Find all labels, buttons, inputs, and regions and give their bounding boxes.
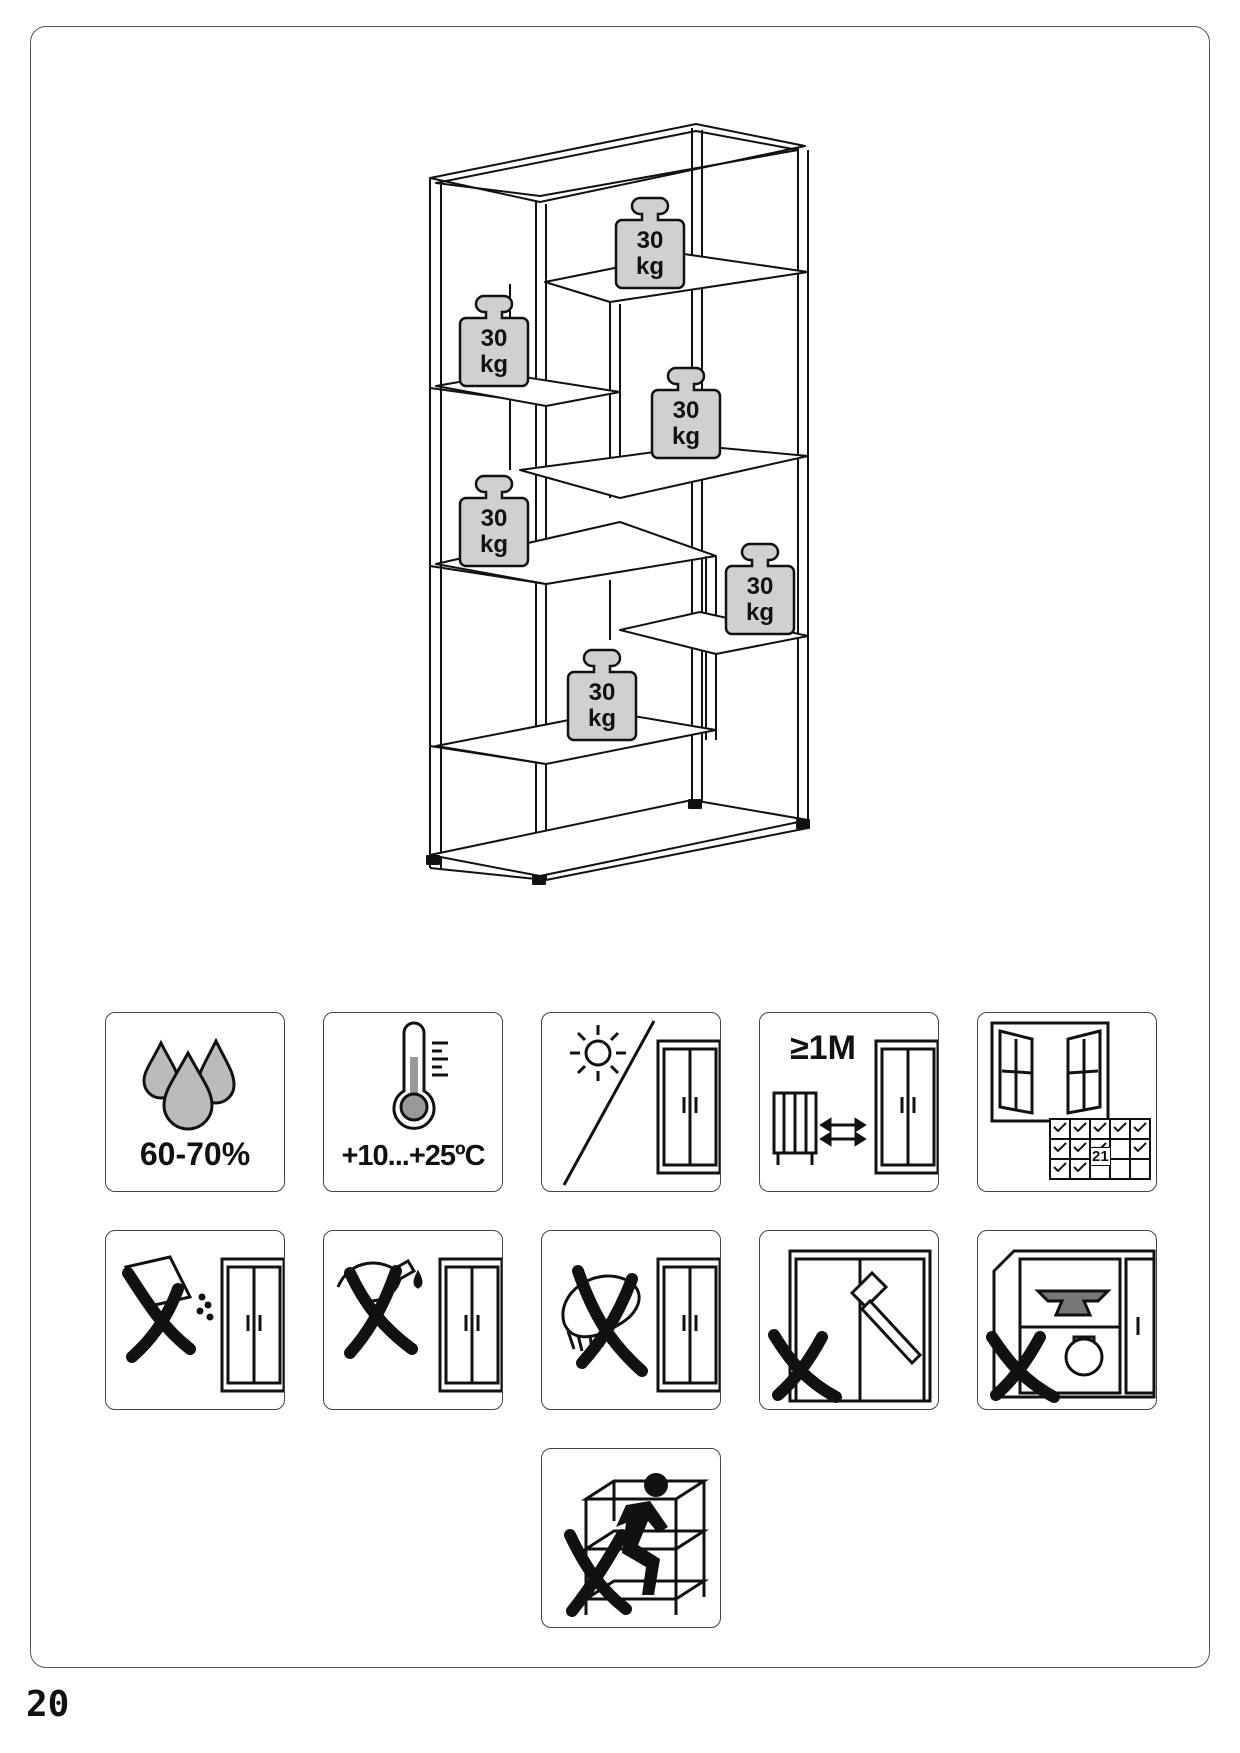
load-unit: kg <box>671 423 700 450</box>
sun-icon <box>570 1025 626 1081</box>
cabinet-icon <box>656 1039 720 1175</box>
no-hammer-tile <box>759 1230 939 1410</box>
temperature-label: +10...+25ºC <box>341 1140 485 1172</box>
ventilation-icon-tile: 21 <box>977 1012 1157 1192</box>
no-hammer-icon <box>768 1249 932 1403</box>
load-unit: kg <box>587 705 616 732</box>
load-value: 30 <box>588 679 616 706</box>
load-unit: kg <box>479 351 508 378</box>
load-unit: kg <box>479 531 508 558</box>
shelving-unit-illustration <box>426 123 810 885</box>
no-heavy-load-icon <box>986 1249 1156 1403</box>
distance-label: ≥1M <box>790 1029 856 1067</box>
humidity-label: 60-70% <box>139 1136 251 1172</box>
load-value: 30 <box>480 325 508 352</box>
no-brush-scrub-icon <box>561 1257 720 1393</box>
no-brush-scrub-tile <box>541 1230 721 1410</box>
sunlight-icon-tile <box>541 1012 721 1192</box>
load-value: 30 <box>746 573 774 600</box>
double-arrow-icon <box>819 1117 867 1147</box>
page-number: 20 <box>26 1684 70 1725</box>
no-climbing-icon <box>564 1473 710 1617</box>
page-frame <box>30 26 1210 1668</box>
temperature-icon-tile: +10...+25ºC <box>323 1012 503 1192</box>
load-unit: kg <box>635 253 664 280</box>
load-value: 30 <box>480 505 508 532</box>
no-climbing-tile <box>541 1448 721 1628</box>
radiator-icon <box>772 1091 818 1165</box>
calendar-day: 21 <box>1090 1147 1111 1166</box>
load-value: 30 <box>636 227 664 254</box>
no-abrasive-cleaner-tile <box>105 1230 285 1410</box>
load-unit: kg <box>745 599 774 626</box>
no-solvent-spray-icon <box>336 1257 502 1393</box>
heater-distance-icon-tile: ≥1M <box>759 1012 939 1192</box>
water-drops-icon <box>142 1037 236 1131</box>
no-solvent-spray-tile <box>323 1230 503 1410</box>
humidity-icon-tile: 60-70% <box>105 1012 285 1192</box>
no-abrasive-cleaner-icon <box>122 1255 284 1393</box>
cabinet-icon <box>874 1039 938 1175</box>
load-value: 30 <box>672 397 700 424</box>
thermometer-icon <box>392 1021 448 1130</box>
open-window-icon <box>990 1021 1110 1123</box>
no-heavy-load-tile <box>977 1230 1157 1410</box>
